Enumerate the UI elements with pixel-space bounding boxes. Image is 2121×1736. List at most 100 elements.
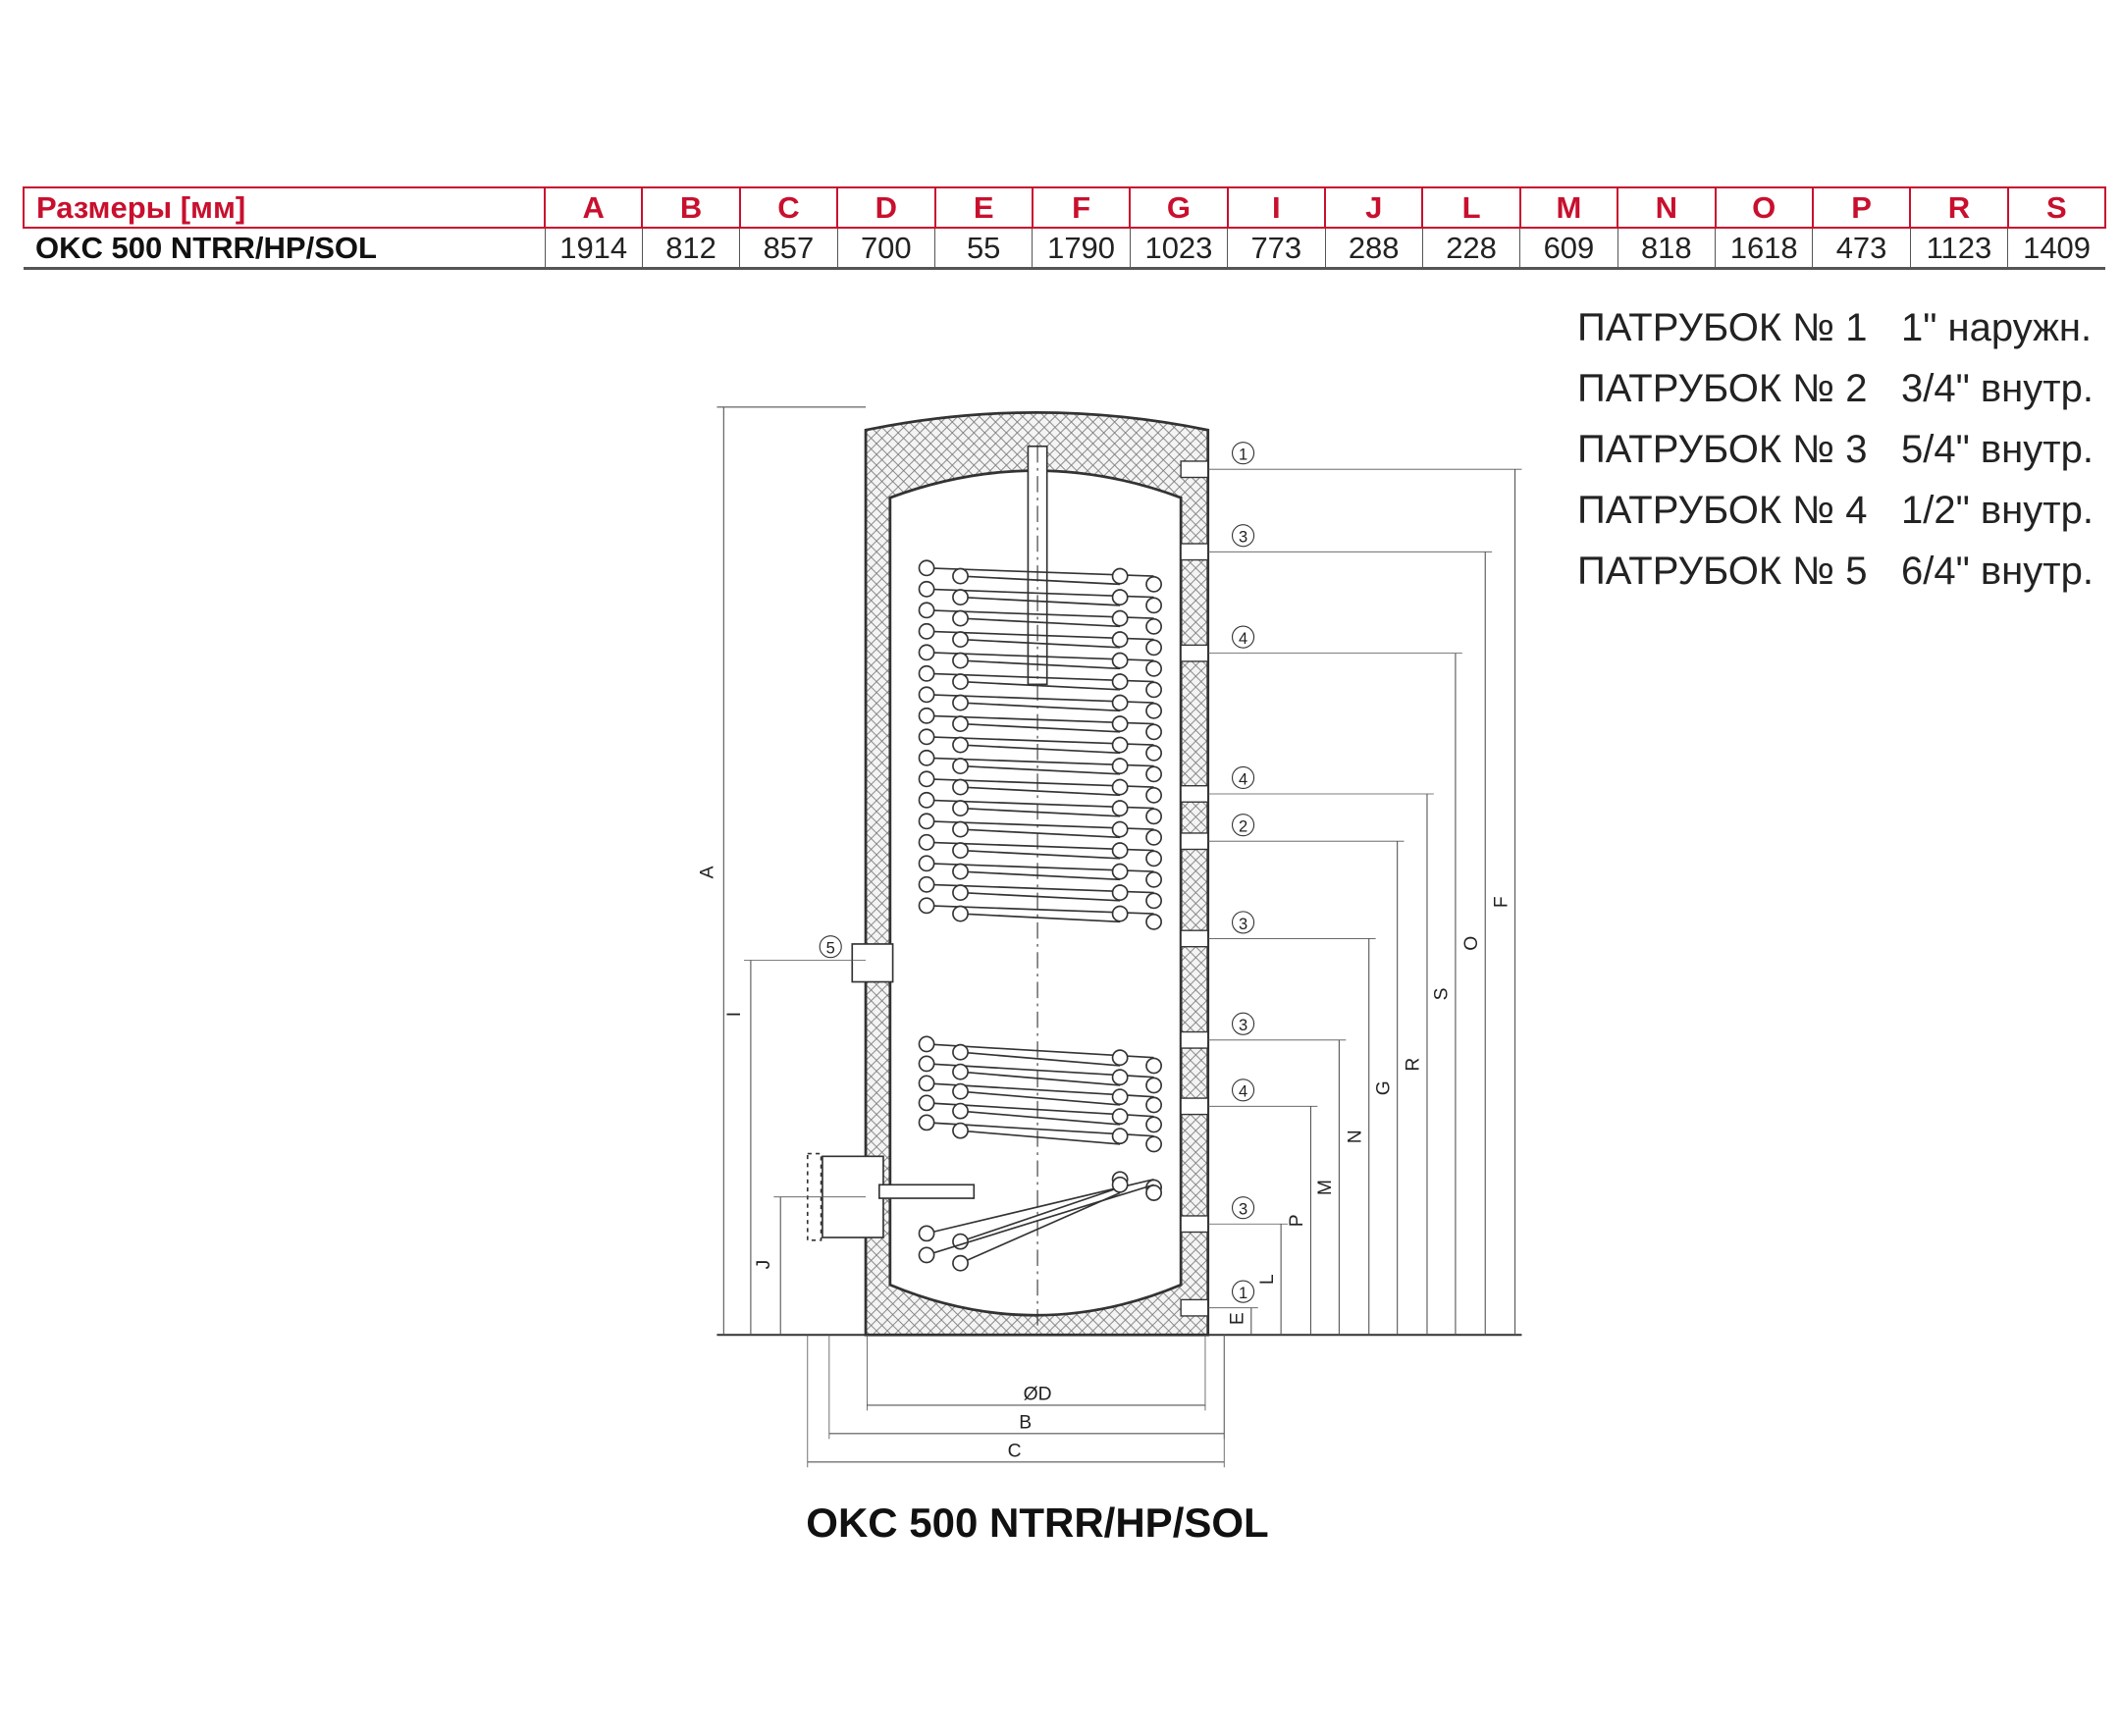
connection-marker <box>1231 524 1255 548</box>
connection-marker <box>1231 911 1255 934</box>
column-header-P: P <box>1811 186 1912 229</box>
connection-size: 1/2" внутр. <box>1901 489 2094 532</box>
pipe-connection <box>1180 460 1209 479</box>
connection-marker-label: 5 <box>826 939 835 958</box>
flange-5 <box>851 943 894 983</box>
column-header-M: M <box>1518 186 1619 229</box>
column-header-L: L <box>1421 186 1521 229</box>
pipe-connection <box>1180 929 1209 948</box>
dim-label-M: M <box>1315 1180 1336 1195</box>
connection-name: ПАТРУБОК № 2 <box>1577 367 1868 410</box>
drawing-title: OKC 500 NTRR/HP/SOL <box>806 1499 1269 1546</box>
column-header-R: R <box>1909 186 2009 229</box>
connection-size: 3/4" внутр. <box>1901 367 2094 410</box>
connection-name: ПАТРУБОК № 4 <box>1577 489 1868 532</box>
connection-marker <box>1231 1078 1255 1102</box>
connection-marker-label: 3 <box>1239 1016 1247 1034</box>
connection-marker-label: 4 <box>1239 1082 1247 1101</box>
value-P: 473 <box>1812 228 1911 270</box>
connection-marker <box>1231 1280 1255 1303</box>
pipe-connection <box>1180 644 1209 662</box>
legend-item: ПАТРУБОК № 3 5/4" внутр. <box>1577 428 2094 472</box>
connection-marker <box>1231 442 1255 465</box>
value-L: 228 <box>1421 228 1520 270</box>
column-header-A: A <box>543 186 644 229</box>
dim-label-N: N <box>1345 1130 1365 1143</box>
value-A: 1914 <box>544 228 643 270</box>
pipe-connection <box>1180 1298 1209 1317</box>
dim-label-0: ØD <box>1024 1384 1052 1404</box>
legend-item: ПАТРУБОК № 2 3/4" внутр. <box>1577 367 2094 411</box>
value-N: 818 <box>1617 228 1716 270</box>
connection-marker <box>1231 1012 1255 1035</box>
connection-marker <box>1231 765 1255 790</box>
value-J: 288 <box>1324 228 1423 270</box>
connection-size: 6/4" внутр. <box>1901 550 2094 593</box>
connection-marker-label: 4 <box>1239 769 1247 788</box>
value-R: 1123 <box>1909 228 2008 270</box>
column-header-C: C <box>738 186 839 229</box>
dim-label-L: L <box>1257 1274 1278 1285</box>
value-B: 812 <box>641 228 740 270</box>
connection-marker-label: 3 <box>1239 915 1247 933</box>
column-header-B: B <box>641 186 741 229</box>
column-header-J: J <box>1323 186 1424 229</box>
connection-size: 1" наружн. <box>1901 306 2093 349</box>
column-header-G: G <box>1129 186 1229 229</box>
pipe-connection <box>1180 785 1209 803</box>
model-name: OKC 500 NTRR/HP/SOL <box>24 228 545 270</box>
legend-item: ПАТРУБОК № 4 1/2" внутр. <box>1577 489 2094 533</box>
column-header-N: N <box>1617 186 1717 229</box>
column-header-O: O <box>1714 186 1814 229</box>
dim-label-1: B <box>1019 1412 1032 1433</box>
pipe-connection <box>1180 832 1209 851</box>
connection-marker-label: 1 <box>1239 446 1247 464</box>
connection-name: ПАТРУБОК № 5 <box>1577 550 1868 593</box>
pipe-connection <box>1180 1097 1209 1116</box>
connection-marker <box>1231 1196 1255 1220</box>
dim-label-A: A <box>697 866 717 878</box>
header-label: Размеры [мм] <box>23 186 546 229</box>
connection-size: 5/4" внутр. <box>1901 428 2094 471</box>
value-M: 609 <box>1519 228 1618 270</box>
dim-label-O: O <box>1461 936 1482 951</box>
dim-label-J: J <box>754 1260 774 1270</box>
dim-label-E: E <box>1228 1312 1248 1325</box>
connection-marker <box>1231 625 1255 649</box>
dim-label-2: C <box>1008 1441 1022 1461</box>
value-O: 1618 <box>1714 228 1813 270</box>
column-header-E: E <box>933 186 1034 229</box>
value-E: 55 <box>933 228 1033 270</box>
value-S: 1409 <box>2007 228 2105 270</box>
pipe-connection <box>1180 1030 1209 1049</box>
dim-label-R: R <box>1404 1058 1424 1072</box>
dim-label-S: S <box>1432 988 1453 1001</box>
connection-marker-label: 2 <box>1239 817 1247 836</box>
connection-marker-label: 4 <box>1239 629 1247 648</box>
connection-name: ПАТРУБОК № 1 <box>1577 306 1868 349</box>
value-F: 1790 <box>1032 228 1131 270</box>
legend-item: ПАТРУБОК № 5 6/4" внутр. <box>1577 550 2094 594</box>
dim-label-P: P <box>1287 1214 1307 1227</box>
legend-item: ПАТРУБОК № 1 1" наружн. <box>1577 306 2092 350</box>
column-header-D: D <box>836 186 936 229</box>
value-G: 1023 <box>1129 228 1228 270</box>
connection-marker-5 <box>819 935 842 959</box>
connection-name: ПАТРУБОК № 3 <box>1577 428 1868 471</box>
pipe-connection <box>1180 543 1209 561</box>
dim-label-G: G <box>1373 1080 1394 1095</box>
connection-marker-label: 3 <box>1239 528 1247 547</box>
column-header-S: S <box>2006 186 2107 229</box>
value-C: 857 <box>739 228 838 270</box>
heat-exchanger-coils <box>918 559 1162 1272</box>
connection-marker <box>1231 814 1255 837</box>
column-header-I: I <box>1226 186 1327 229</box>
column-header-F: F <box>1031 186 1132 229</box>
heater-rod <box>878 1184 976 1199</box>
value-D: 700 <box>836 228 935 270</box>
dim-label-I: I <box>724 1012 745 1017</box>
